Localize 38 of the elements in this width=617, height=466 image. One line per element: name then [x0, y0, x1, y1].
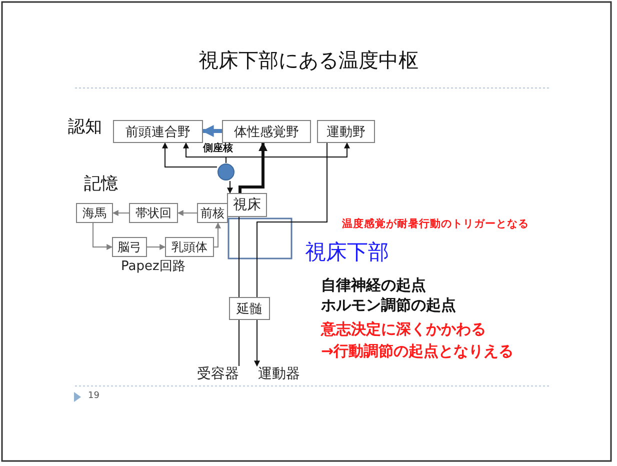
caption-text: Papez回路: [121, 260, 186, 275]
connector-arrow: [226, 142, 350, 164]
connector-arrow: [177, 210, 198, 216]
connector-arrow: [214, 222, 221, 248]
endpoint-label: 運動器: [253, 366, 305, 382]
connector-arrow: [202, 125, 222, 137]
endpoint-label: 受容器: [193, 366, 243, 382]
connector-line: [238, 320, 240, 366]
note-text: 意志決定に深くかかわる: [321, 321, 486, 338]
region-box: 前頭連合野: [113, 120, 203, 143]
region-box: 延髄: [229, 297, 270, 320]
region-box: 海馬: [76, 203, 113, 223]
region-box: 前核: [197, 203, 228, 223]
region-box: 視床: [227, 193, 267, 217]
region-box: 乳頭体: [165, 237, 214, 257]
connector-line: [256, 142, 328, 298]
region-box: 帯状回: [129, 203, 178, 223]
connector-arrow: [238, 142, 268, 193]
page-number: 19: [88, 391, 100, 402]
section-label: 認知: [68, 118, 102, 138]
slide-title: 視床下部にある温度中枢: [198, 49, 420, 72]
note-text: 自律神経の起点: [321, 277, 426, 294]
connector-arrow: [162, 142, 218, 168]
note-text: →行動調節の起点となりえる: [321, 343, 514, 360]
region-box: 体性感覚野: [222, 120, 311, 143]
connector-arrow: [92, 222, 113, 250]
section-label: 記憶: [84, 175, 118, 195]
connector-arrow: [112, 210, 130, 216]
connector-arrow: [254, 320, 260, 367]
connector-arrow: [146, 244, 166, 250]
nucleus-label: 側座核: [203, 143, 233, 154]
note-text: 温度感覚が耐暑行動のトリガーとなる: [342, 218, 529, 230]
connector-arrow: [227, 180, 233, 194]
region-box: 脳弓: [112, 237, 147, 257]
region-label: 視床下部: [305, 240, 389, 264]
connector-line: [238, 216, 240, 298]
region-box: 運動野: [317, 120, 375, 143]
note-text: ホルモン調節の起点: [321, 297, 456, 314]
